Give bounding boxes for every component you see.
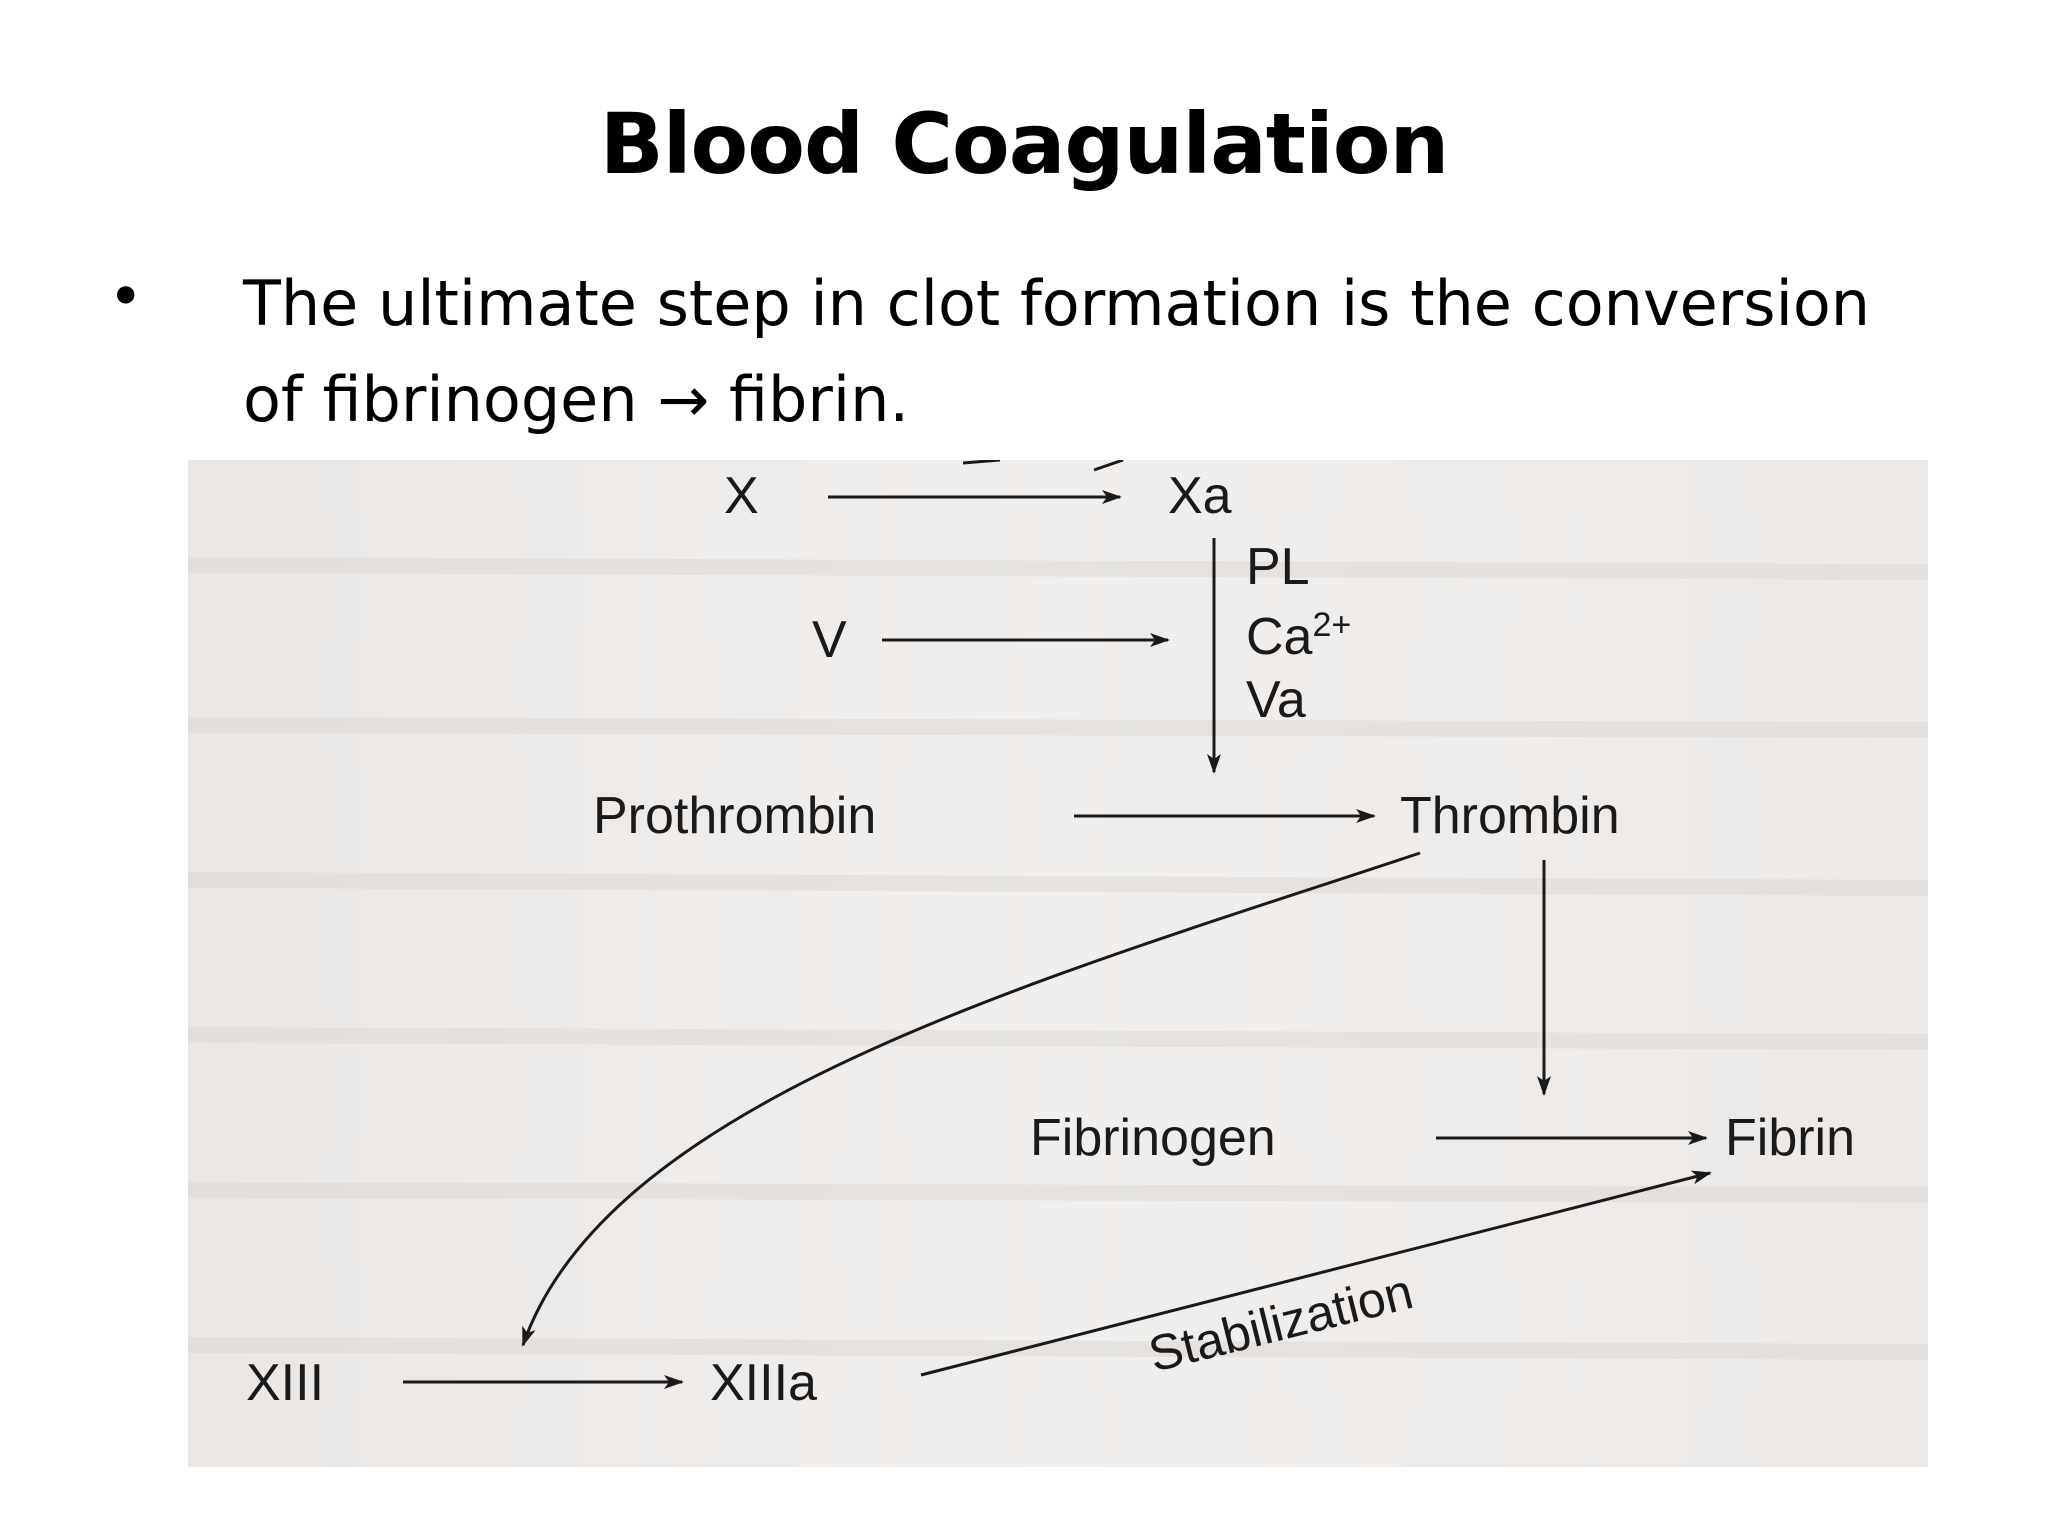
label-fibrinogen: Fibrinogen: [1030, 1109, 1276, 1167]
arrow-xiiia-to-fibrin: [920, 1170, 1712, 1377]
arrow-top-partial-right: [1093, 460, 1124, 472]
bullet-text: The ultimate step in clot formation is t…: [243, 267, 1871, 436]
label-thrombin: Thrombin: [1400, 787, 1620, 845]
label-prothrombin: Prothrombin: [593, 787, 876, 845]
label-fibrin: Fibrin: [1725, 1109, 1855, 1167]
arrow-thrombin-to-xiiia: [521, 851, 1421, 1347]
label-pl: PL: [1246, 538, 1310, 596]
label-va: Va: [1246, 671, 1306, 729]
arrow-top-partial-left: [962, 460, 1001, 465]
label-xiiia: XIIIa: [710, 1354, 817, 1412]
diagram-paper: [188, 460, 1928, 1467]
paper-texture: [188, 557, 1928, 1360]
label-v: V: [812, 611, 847, 669]
label-ca: Ca2+: [1246, 606, 1351, 666]
label-ca-superscript: 2+: [1312, 606, 1351, 644]
coagulation-diagram: X Xa V PL Ca2+ Va Prothrombin Thrombin F…: [188, 460, 1928, 1467]
slide-title: Blood Coagulation: [599, 95, 1450, 193]
bullet-marker: •: [108, 262, 144, 332]
label-xa: Xa: [1168, 467, 1232, 525]
label-x: X: [724, 467, 759, 525]
label-xiii: XIII: [246, 1354, 324, 1412]
label-ca-base: Ca: [1246, 608, 1313, 666]
